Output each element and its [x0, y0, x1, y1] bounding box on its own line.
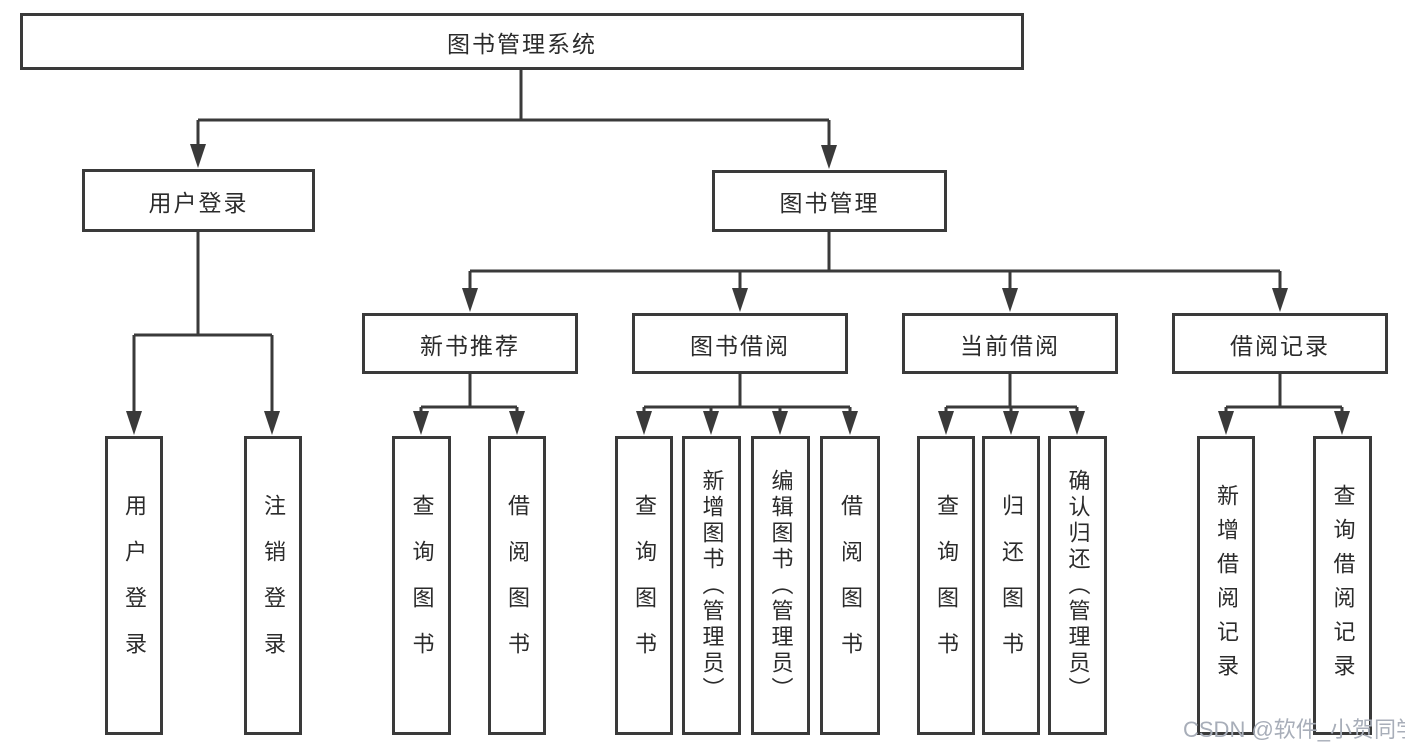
arrow-down-icon: [264, 411, 280, 435]
arrow-down-icon: [772, 411, 788, 435]
leaf-record-add-borrow-record: 新增借阅记录: [1197, 436, 1255, 735]
node-root-system: 图书管理系统: [20, 13, 1024, 70]
arrow-down-icon: [413, 411, 429, 435]
node-borrow-record: 借阅记录: [1172, 313, 1388, 374]
arrow-down-icon: [636, 411, 652, 435]
arrow-down-icon: [938, 411, 954, 435]
leaf-current-return-book: 归还图书: [982, 436, 1040, 735]
leaf-user-login: 用户登录: [105, 436, 163, 735]
leaf-logout: 注销登录: [244, 436, 302, 735]
connector-new-book-recommend-branch: [419, 374, 519, 416]
leaf-recommend-borrow-book: 借阅图书: [488, 436, 546, 735]
leaf-recommend-query-book: 查询图书: [392, 436, 451, 735]
leaf-borrow-borrow-book: 借阅图书: [820, 436, 880, 735]
connector-current-borrow-branch: [944, 374, 1079, 416]
connector-book-borrow-branch: [642, 374, 852, 416]
arrow-down-icon: [703, 411, 719, 435]
arrow-down-icon: [732, 288, 748, 312]
arrow-down-icon: [1334, 411, 1350, 435]
node-user-login: 用户登录: [82, 169, 315, 232]
arrow-down-icon: [1218, 411, 1234, 435]
arrow-down-icon: [462, 288, 478, 312]
leaf-borrow-edit-book-admin: 编辑图书（管理员）: [751, 436, 810, 735]
arrow-down-icon: [509, 411, 525, 435]
arrow-down-icon: [190, 144, 206, 168]
arrow-down-icon: [1272, 288, 1288, 312]
leaf-borrow-query-book: 查询图书: [615, 436, 673, 735]
arrow-down-icon: [842, 411, 858, 435]
arrow-down-icon: [1003, 411, 1019, 435]
arrow-down-icon: [821, 145, 837, 169]
node-book-management: 图书管理: [712, 170, 947, 232]
connector-book-management-branch: [468, 232, 1282, 293]
leaf-current-confirm-return-admin: 确认归还（管理员）: [1048, 436, 1107, 735]
leaf-record-query-borrow-record: 查询借阅记录: [1313, 436, 1372, 735]
arrow-down-icon: [1002, 288, 1018, 312]
csdn-watermark: CSDN @软件_小贺同学: [1183, 717, 1405, 742]
leaf-current-query-book: 查询图书: [917, 436, 975, 735]
arrow-down-icon: [126, 411, 142, 435]
node-book-borrow: 图书借阅: [632, 313, 848, 374]
connector-borrow-record-branch: [1224, 374, 1344, 416]
arrow-down-icon: [1069, 411, 1085, 435]
node-new-book-recommend: 新书推荐: [362, 313, 578, 374]
connector-root-to-level2: [196, 70, 831, 150]
connector-user-login-branch: [132, 232, 274, 416]
leaf-borrow-add-book-admin: 新增图书（管理员）: [682, 436, 741, 735]
node-current-borrow: 当前借阅: [902, 313, 1118, 374]
